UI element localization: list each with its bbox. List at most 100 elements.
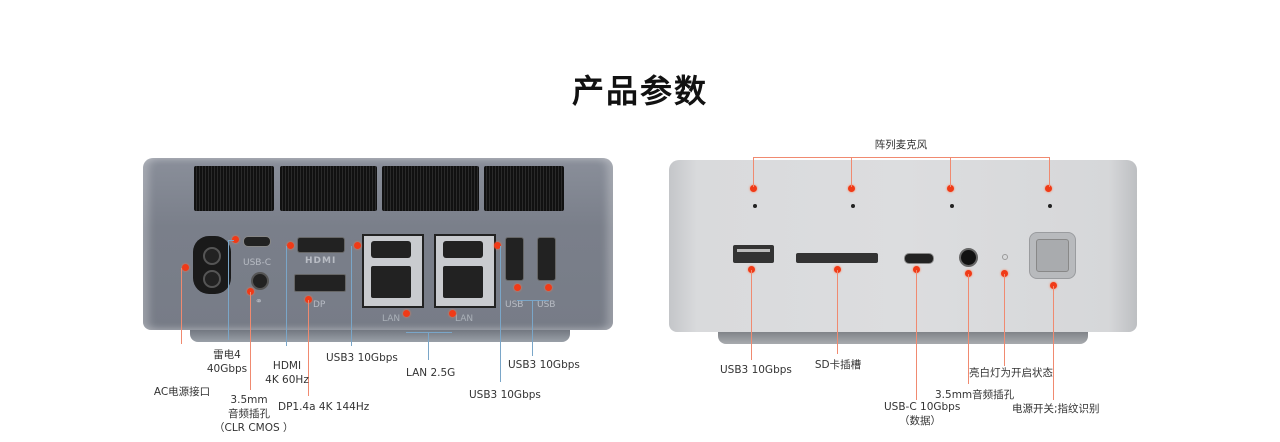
hdmi-port	[297, 237, 345, 253]
marker-dot	[1001, 270, 1008, 277]
marker-dot	[305, 296, 312, 303]
marker-dot	[965, 270, 972, 277]
label-audio-jack: 3.5mm 音频插孔 （CLR CMOS ）	[214, 393, 294, 435]
leader-line	[1004, 274, 1005, 366]
ac-pin-icon	[203, 247, 221, 265]
back-device-base	[190, 328, 570, 342]
lan-silkscreen: LAN	[455, 314, 474, 324]
usb-a-tongue	[737, 249, 770, 252]
leader-line	[517, 300, 549, 301]
usb-a-port-vertical	[537, 237, 556, 281]
page-title: 产品参数	[571, 72, 708, 110]
leader-line	[428, 332, 429, 360]
marker-dot	[748, 266, 755, 273]
leader-line	[500, 246, 501, 382]
marker-dot	[354, 242, 361, 249]
marker-dot	[947, 185, 954, 192]
usb-silkscreen: USB	[537, 300, 556, 310]
leader-line	[308, 300, 309, 396]
label-lan-2-5g: LAN 2.5G	[406, 367, 456, 379]
label-usb3-rear-bottom: USB3 10Gbps	[469, 389, 541, 401]
label-usb-c-front: USB-C 10Gbps （数据）	[884, 400, 961, 428]
marker-dot	[449, 310, 456, 317]
marker-dot	[834, 266, 841, 273]
marker-dot	[1050, 282, 1057, 289]
marker-dot	[182, 264, 189, 271]
label-thunderbolt-speed: 40Gbps	[206, 363, 248, 375]
vent-grille	[280, 166, 377, 211]
label-ac-power: AC电源接口	[153, 386, 211, 398]
headphone-icon: ⚭	[255, 297, 263, 307]
leader-line	[837, 270, 838, 354]
label-usb3-rear-right: USB3 10Gbps	[508, 359, 580, 371]
label-hdmi-name: HDMI	[272, 360, 302, 372]
marker-dot	[848, 185, 855, 192]
front-device-base	[718, 330, 1088, 344]
leader-line	[532, 300, 533, 356]
sd-card-slot	[796, 253, 878, 263]
ac-pin-icon	[203, 270, 221, 288]
leader-line	[250, 292, 251, 390]
usb-a-port	[371, 241, 411, 258]
label-displayport: DP1.4a 4K 144Hz	[278, 401, 370, 413]
microphone-hole	[1048, 204, 1052, 208]
marker-dot	[247, 288, 254, 295]
leader-line	[181, 268, 182, 344]
lan-silkscreen: LAN	[382, 314, 401, 324]
leader-line	[228, 240, 229, 340]
leader-line	[753, 157, 1050, 158]
marker-dot	[545, 284, 552, 291]
fingerprint-sensor	[1036, 239, 1069, 272]
label-usb-c-speed: USB-C 10Gbps	[884, 401, 961, 413]
marker-dot	[403, 310, 410, 317]
audio-jack	[251, 272, 269, 290]
leader-line	[968, 274, 969, 384]
marker-dot	[514, 284, 521, 291]
label-thunderbolt-4: 雷电4 40Gbps	[202, 348, 252, 376]
marker-dot	[494, 242, 501, 249]
vent-grille	[382, 166, 479, 211]
microphone-hole	[753, 204, 757, 208]
ethernet-port	[371, 266, 411, 298]
vent-grille	[484, 166, 564, 211]
label-power-fingerprint: 电源开关;指纹识别	[1012, 403, 1100, 415]
hdmi-silkscreen: HDMI	[305, 256, 337, 266]
marker-dot	[287, 242, 294, 249]
label-usb-c-note: （数据）	[899, 415, 941, 427]
leader-line	[1049, 157, 1050, 187]
usb-silkscreen: USB	[505, 300, 524, 310]
label-thunderbolt-name: 雷电4	[213, 349, 241, 361]
leader-line	[751, 270, 752, 360]
status-led	[1002, 254, 1008, 260]
label-audio-front: 3.5mm音频插孔	[935, 389, 1015, 401]
vent-grille	[194, 166, 274, 211]
label-audio-type: 音频插孔	[228, 408, 270, 420]
audio-jack	[959, 248, 978, 267]
label-usb3-rear-left: USB3 10Gbps	[326, 352, 398, 364]
marker-dot	[1045, 185, 1052, 192]
leader-line	[916, 270, 917, 400]
leader-line	[228, 240, 234, 241]
label-mic-array: 阵列麦克风	[874, 139, 928, 151]
label-audio-size: 3.5mm	[230, 394, 268, 406]
marker-dot	[913, 266, 920, 273]
label-hdmi-spec: 4K 60Hz	[265, 374, 309, 386]
microphone-hole	[950, 204, 954, 208]
dp-silkscreen: DP	[313, 300, 326, 310]
ethernet-port	[443, 266, 483, 298]
usb-c-port	[904, 253, 934, 264]
microphone-hole	[851, 204, 855, 208]
leader-line	[1053, 286, 1054, 400]
label-hdmi: HDMI 4K 60Hz	[262, 359, 312, 387]
leader-line	[950, 157, 951, 187]
marker-dot	[232, 236, 239, 243]
leader-line	[406, 332, 452, 333]
displayport-port	[294, 274, 346, 292]
label-led-status: 亮白灯为开启状态	[969, 367, 1053, 379]
label-audio-note: （CLR CMOS ）	[214, 422, 294, 434]
usb-c-port	[243, 236, 271, 247]
marker-dot	[750, 185, 757, 192]
label-sd-slot: SD卡插槽	[814, 359, 862, 371]
usb-a-port-vertical	[505, 237, 524, 281]
usb-a-port	[443, 241, 483, 258]
